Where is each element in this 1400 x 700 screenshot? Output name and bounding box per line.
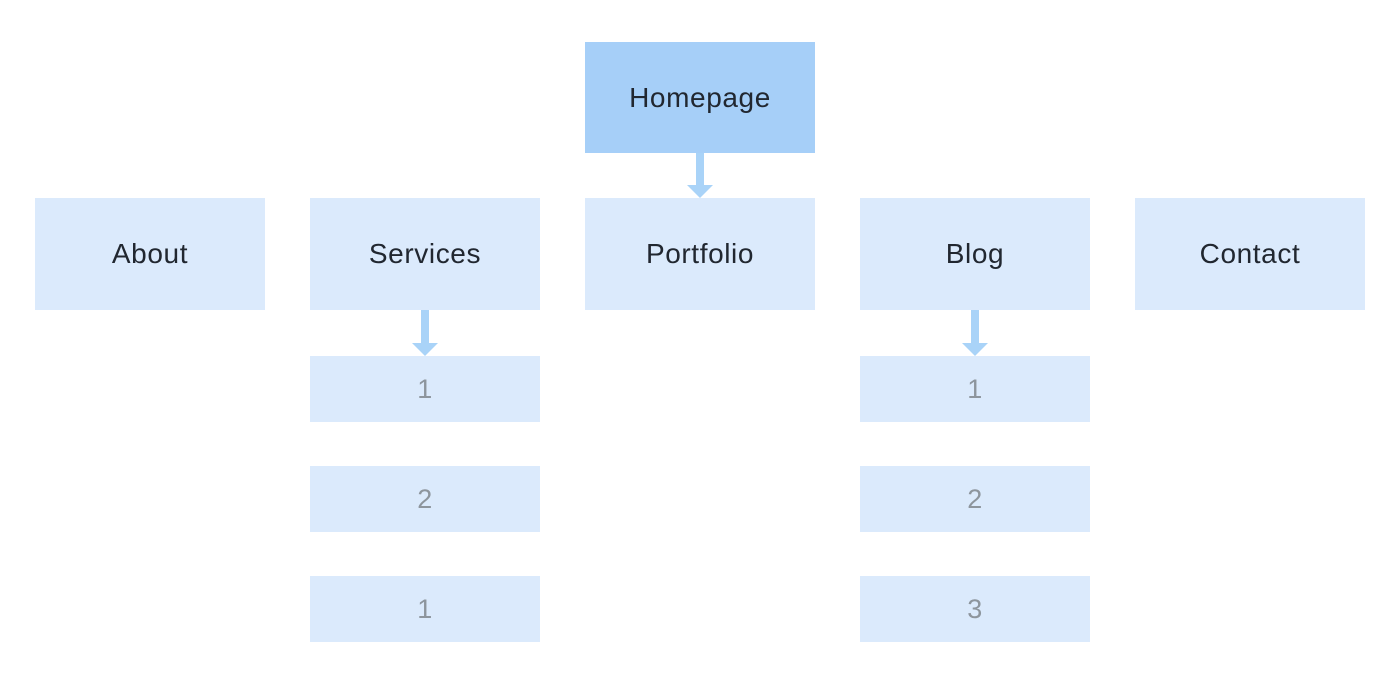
- node-blog-child-2: 2: [860, 466, 1090, 532]
- node-blog-child-1: 1: [860, 356, 1090, 422]
- arrow-head: [412, 343, 438, 356]
- node-about: About: [35, 198, 265, 310]
- node-services-child-2: 2: [310, 466, 540, 532]
- node-contact: Contact: [1135, 198, 1365, 310]
- node-services-child-3: 1: [310, 576, 540, 642]
- arrow-stem: [696, 153, 704, 185]
- node-blog: Blog: [860, 198, 1090, 310]
- node-services-child-1: 1: [310, 356, 540, 422]
- arrow-stem: [421, 310, 429, 343]
- arrow-stem: [971, 310, 979, 343]
- node-blog-child-3: 3: [860, 576, 1090, 642]
- arrow-head: [962, 343, 988, 356]
- services-arrow-down-icon: [412, 310, 438, 356]
- node-services: Services: [310, 198, 540, 310]
- node-portfolio: Portfolio: [585, 198, 815, 310]
- node-homepage: Homepage: [585, 42, 815, 153]
- homepage-arrow-down-icon: [687, 153, 713, 198]
- arrow-head: [687, 185, 713, 198]
- blog-arrow-down-icon: [962, 310, 988, 356]
